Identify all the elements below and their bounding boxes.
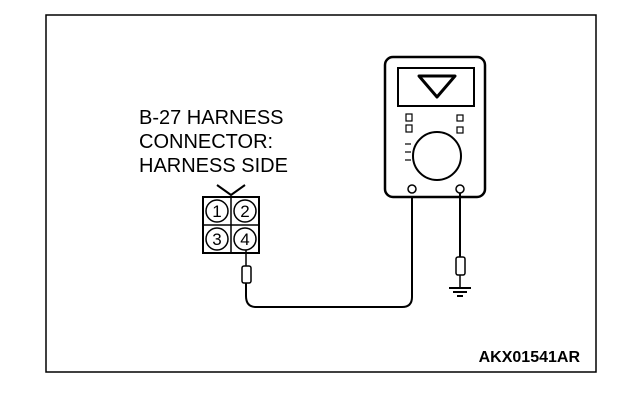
pin-3-label: 3 [212, 230, 221, 249]
meter-button-right-2 [456, 126, 464, 134]
figure-code: AKX01541AR [479, 349, 581, 366]
pin-1 [205, 199, 229, 223]
connector-latch-icon [216, 184, 246, 197]
harness-connector: 1 2 3 4 [202, 184, 260, 254]
connector-label-line1: B-27 HARNESS [139, 107, 284, 129]
pin-2-label: 2 [240, 202, 249, 221]
connector-label: B-27 HARNESS CONNECTOR: HARNESS SIDE [139, 107, 288, 177]
probe-lead-positive [241, 192, 413, 308]
pin-1-label: 1 [212, 202, 221, 221]
connector-label-line3: HARNESS SIDE [139, 155, 288, 177]
meter-button-left-2 [405, 124, 413, 133]
meter-terminal-right [455, 184, 465, 194]
meter-selector-dial [412, 131, 462, 181]
probe-lead-negative [449, 193, 471, 297]
negative-probe-body [455, 256, 466, 276]
pin-4 [233, 227, 257, 251]
meter-terminal-left [407, 184, 417, 194]
diagram-frame [45, 14, 597, 373]
meter-button-right-1 [456, 114, 464, 122]
connector-label-line2: CONNECTOR: [139, 131, 273, 153]
pin-3 [205, 227, 229, 251]
probe-body [241, 265, 252, 284]
pin-4-label: 4 [240, 230, 249, 249]
meter-button-left-1 [405, 113, 413, 122]
positive-lead-wire [245, 192, 413, 308]
multimeter [383, 55, 487, 199]
voltage-meter-icon [417, 74, 457, 99]
pin-2 [233, 199, 257, 223]
